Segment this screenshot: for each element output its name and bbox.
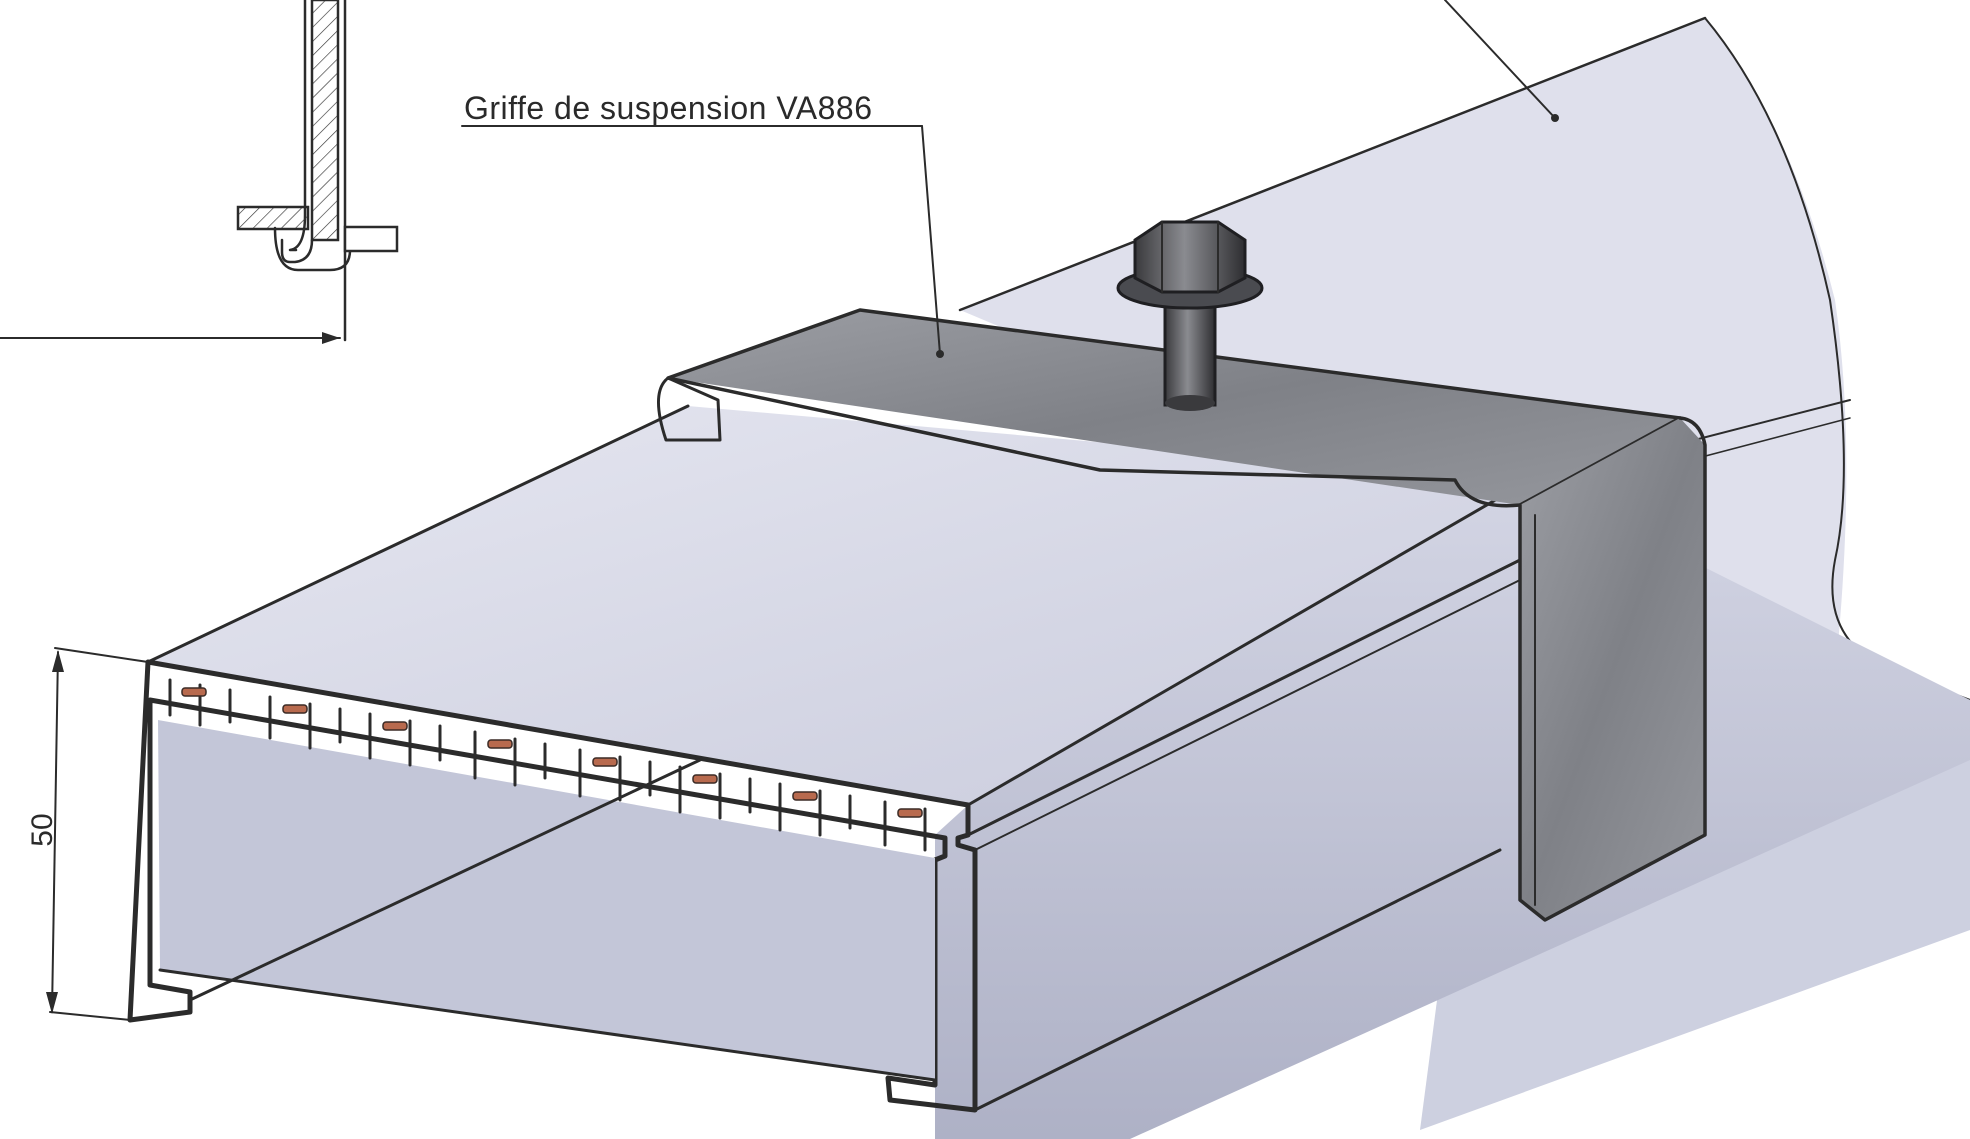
background-leader-line [1444, 0, 1556, 119]
height-dimension-value: 50 [26, 813, 59, 846]
section-hook-outer [273, 226, 352, 272]
profile-inner-cavity [158, 720, 935, 1080]
height-extension-top [54, 647, 149, 663]
claw-right-leg-outline [1518, 416, 1707, 922]
section-right-flange [343, 225, 399, 253]
profile-side-bottom-edge [973, 848, 1502, 1112]
profile-side-groove-2 [974, 579, 1521, 851]
claw-leader-line [921, 125, 941, 355]
profile-side-groove-1 [966, 558, 1522, 837]
suspension-claw-label: Griffe de suspension VA886 [464, 90, 873, 126]
bolt [1116, 220, 1264, 411]
section-dimension-arrow [322, 332, 340, 344]
claw-left-lip [656, 376, 722, 442]
section-left-flange [236, 205, 310, 231]
cable-marks [181, 687, 923, 818]
bolt-shank-base [1165, 395, 1215, 411]
background-profile-edge [958, 16, 1707, 312]
height-arrow-top [52, 650, 64, 672]
background-leader-dot [1551, 114, 1559, 122]
height-dimension-line [51, 651, 59, 1013]
height-dimension: 50 [26, 647, 149, 1021]
section-hook [280, 238, 314, 264]
claw-leader-dot [936, 350, 944, 358]
bolt-head-edges [1161, 221, 1219, 293]
profile-top-back-edge [146, 404, 690, 664]
height-extension-bottom [49, 1011, 131, 1021]
profile-front-outline [127, 659, 978, 1113]
background-profile-curve [1704, 17, 1970, 701]
bolt-shank [1163, 298, 1217, 407]
profile-floor-rib [158, 968, 937, 1082]
profile-top-front-edge [966, 478, 1532, 807]
height-arrow-bottom [46, 992, 58, 1014]
suspension-claw [656, 220, 1707, 922]
profile-lower-rail [188, 758, 702, 1002]
claw-right-leg [1520, 418, 1705, 920]
cable-profile [127, 404, 1970, 1139]
profile-side-face [935, 480, 1970, 1139]
profile-top-face [148, 406, 1530, 805]
section-detail [0, 0, 399, 344]
profile-teeth [168, 678, 927, 852]
bolt-head [1133, 220, 1247, 294]
section-hatched-wall [310, 0, 340, 242]
leader-lines [461, 0, 1559, 358]
